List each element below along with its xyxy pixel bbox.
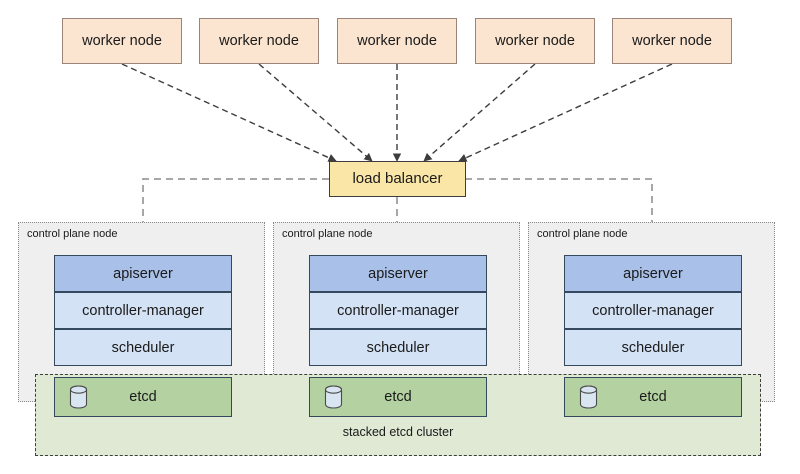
- database-icon: [69, 385, 88, 409]
- worker-node-label: worker node: [632, 32, 712, 49]
- component-label: controller-manager: [337, 302, 459, 319]
- cp2-apiserver-box[interactable]: apiserver: [309, 255, 487, 292]
- component-label: scheduler: [111, 339, 175, 356]
- database-icon: [324, 385, 343, 409]
- worker-to-loadbalancer-edges: [121, 63, 673, 162]
- component-label: etcd: [384, 389, 412, 405]
- cp2-scheduler-box[interactable]: scheduler: [309, 329, 487, 366]
- worker-node-label: worker node: [495, 32, 575, 49]
- cp3-apiserver-box[interactable]: apiserver: [564, 255, 742, 292]
- component-label: apiserver: [623, 265, 683, 282]
- worker-node-label: worker node: [82, 32, 162, 49]
- component-label: etcd: [129, 389, 157, 405]
- control-plane-node-label: control plane node: [282, 228, 373, 240]
- cp3-scheduler-box[interactable]: scheduler: [564, 329, 742, 366]
- cp1-scheduler-box[interactable]: scheduler: [54, 329, 232, 366]
- worker-node-5[interactable]: worker node: [612, 18, 732, 64]
- worker-node-label: worker node: [357, 32, 437, 49]
- load-balancer-node[interactable]: load balancer: [329, 161, 466, 197]
- cp3-controller-manager-box[interactable]: controller-manager: [564, 292, 742, 329]
- control-plane-node-label: control plane node: [27, 228, 118, 240]
- component-label: scheduler: [621, 339, 685, 356]
- component-label: scheduler: [366, 339, 430, 356]
- worker-node-1[interactable]: worker node: [62, 18, 182, 64]
- cp2-controller-manager-box[interactable]: controller-manager: [309, 292, 487, 329]
- component-label: controller-manager: [82, 302, 204, 319]
- cp3-etcd-box[interactable]: etcd: [564, 377, 742, 417]
- worker-node-label: worker node: [219, 32, 299, 49]
- cp2-etcd-box[interactable]: etcd: [309, 377, 487, 417]
- cp1-apiserver-box[interactable]: apiserver: [54, 255, 232, 292]
- component-label: apiserver: [368, 265, 428, 282]
- cp1-controller-manager-box[interactable]: controller-manager: [54, 292, 232, 329]
- component-label: etcd: [639, 389, 667, 405]
- database-icon: [579, 385, 598, 409]
- load-balancer-label: load balancer: [352, 170, 443, 188]
- worker-node-2[interactable]: worker node: [199, 18, 319, 64]
- component-label: apiserver: [113, 265, 173, 282]
- cp1-etcd-box[interactable]: etcd: [54, 377, 232, 417]
- worker-node-4[interactable]: worker node: [475, 18, 595, 64]
- component-label: controller-manager: [592, 302, 714, 319]
- control-plane-node-label: control plane node: [537, 228, 628, 240]
- stacked-etcd-cluster-label: stacked etcd cluster: [342, 425, 454, 439]
- worker-node-3[interactable]: worker node: [337, 18, 457, 64]
